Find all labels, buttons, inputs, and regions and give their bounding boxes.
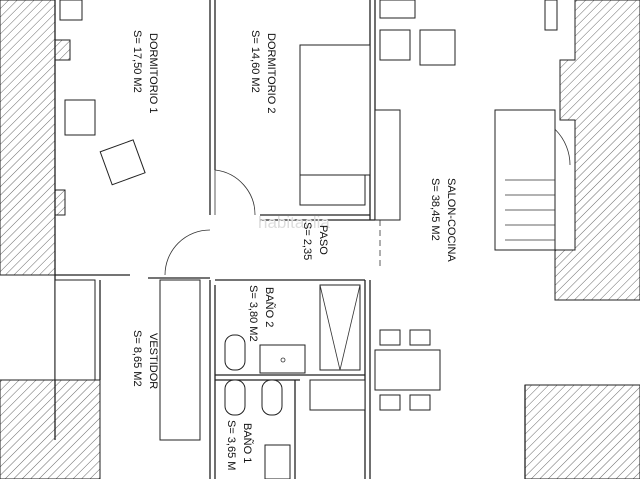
room-name-dormitorio-2: DORMITORIO 2 bbox=[265, 33, 277, 113]
room-area-bano-2: S= 3,80 M2 bbox=[247, 285, 259, 342]
room-name-bano-2: BAÑO 2 bbox=[263, 287, 276, 327]
room-name-bano-1: BAÑO 1 bbox=[241, 423, 254, 463]
room-area-vestidor: S= 8,65 M2 bbox=[131, 330, 143, 387]
room-labels: DORMITORIO 1 S= 17,50 M2 DORMITORIO 2 S=… bbox=[131, 30, 457, 470]
furniture bbox=[54, 0, 558, 479]
room-name-vestidor: VESTIDOR bbox=[147, 333, 159, 389]
room-name-paso: PASO bbox=[317, 225, 329, 255]
room-area-bano-1: S= 3,65 M bbox=[225, 420, 237, 470]
room-area-salon-cocina: S= 38,45 M2 bbox=[429, 178, 441, 241]
room-name-dormitorio-1: DORMITORIO 1 bbox=[147, 33, 159, 113]
room-area-paso: S= 2,35 bbox=[301, 222, 313, 260]
watermark: habitaclia bbox=[258, 213, 330, 232]
room-name-salon-cocina: SALON-COCINA bbox=[445, 178, 457, 262]
room-area-dormitorio-2: S= 14,60 M2 bbox=[249, 30, 261, 93]
room-area-dormitorio-1: S= 17,50 M2 bbox=[131, 30, 143, 93]
